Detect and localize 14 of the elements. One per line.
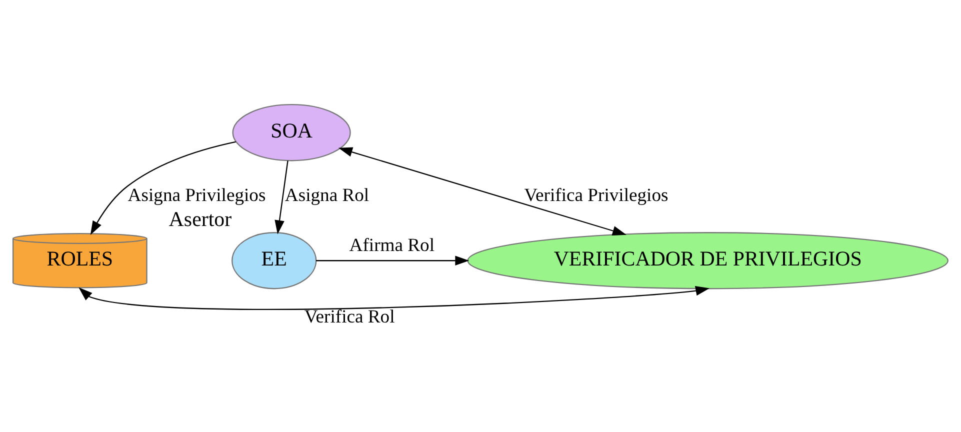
arrow [316, 255, 470, 265]
node-ellipse: SOA [232, 104, 351, 161]
arrow [274, 160, 288, 234]
arrow [78, 286, 710, 310]
node-ellipse: VERIFICADOR DE PRIVILEGIOS [467, 232, 948, 289]
edge-label: Asigna Rol [284, 184, 370, 206]
edge-label: Verifica Rol [304, 306, 395, 327]
edge-label: Afirma Rol [349, 234, 434, 256]
node-label: Asertor [168, 206, 232, 231]
node-ellipse: EE [232, 232, 317, 289]
edge-label: Verifica Privilegios [524, 184, 668, 206]
edge-label: Asigna Privilegios [128, 184, 266, 206]
arrow [338, 146, 626, 236]
arrow [90, 140, 236, 234]
